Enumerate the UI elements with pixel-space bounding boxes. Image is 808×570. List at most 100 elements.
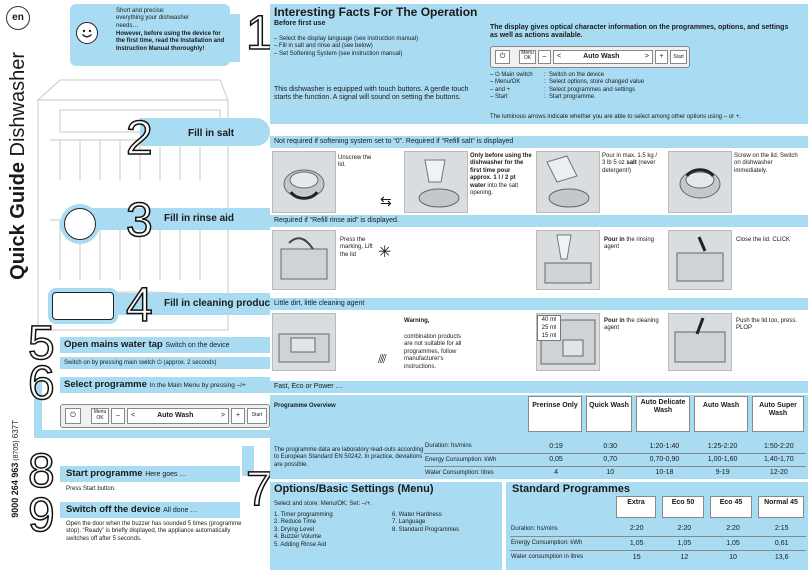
row-label: Water Consumption: litres	[425, 469, 494, 476]
cell: 0:19	[549, 442, 563, 450]
legend-value: Select options, store changed value	[549, 79, 645, 86]
connector-6-vertical	[34, 378, 42, 438]
list-item: 5. Adding Rinse Aid	[274, 541, 327, 548]
options-body	[270, 498, 502, 570]
legend-key: – ⏻ Main switch	[490, 72, 533, 78]
ok-label: OK	[523, 55, 532, 61]
table-row: Water consumption in litres 15 12 10 13,…	[510, 550, 806, 564]
cell: 1,00-1,60	[707, 456, 738, 463]
dose-mark: 25 ml	[541, 325, 557, 331]
column-header: Normal 45	[758, 496, 804, 518]
before-first-use-heading: Before first use	[274, 20, 326, 27]
salt-step-3-image	[536, 151, 600, 213]
step-8-heading: Start programme Here goes …	[66, 468, 186, 479]
smiley-icon	[76, 22, 98, 44]
step-8-title: Start programme	[66, 468, 143, 479]
start-button[interactable]: Start	[670, 50, 687, 64]
rinse-step-2-bold: Pour in	[604, 237, 625, 243]
rinse-step-1-image	[272, 230, 336, 290]
row-label: Energy Consumption: kWh	[425, 456, 497, 463]
step-5-title: Open mains water tap	[64, 339, 163, 350]
program-display: <Auto Wash>	[127, 408, 229, 424]
cell: 2:20	[677, 525, 692, 533]
step-number-6: 6	[27, 357, 55, 410]
standard-header	[506, 482, 808, 498]
click-burst-icon: ✳	[378, 244, 392, 261]
list-item: 1. Timer programming	[274, 512, 333, 518]
options-header	[270, 482, 502, 498]
step-8-note: Press Start button.	[66, 486, 116, 492]
salt-step-1-text: Unscrew the lid.	[338, 155, 372, 169]
step-8-sub: Here goes …	[145, 471, 187, 478]
detergent-step-2-bold: Pour in	[604, 318, 625, 324]
step-9-bar	[60, 502, 240, 518]
legend-value: Select programmes and settings	[549, 86, 636, 93]
standard-title: Standard Programmes	[512, 483, 630, 495]
code-main: 9000 264 963	[10, 462, 20, 518]
column-header: Quick Wash	[586, 396, 632, 432]
minus-button[interactable]: –	[538, 50, 551, 64]
side-title: Quick Guide Dishwasher	[6, 52, 30, 312]
column-header: Extra	[616, 496, 656, 518]
warning-text: combination products are not suitable fo…	[404, 334, 462, 370]
row-label: Water consumption in litres	[511, 554, 584, 561]
detergent-step-2-rest: the cleaning agent	[604, 318, 659, 332]
cell: 10-18	[655, 469, 674, 477]
cell: 0:30	[603, 442, 618, 450]
step-9-note: Open the door when the buzzer has sounde…	[66, 521, 242, 542]
power-button[interactable]: ⏻	[65, 408, 81, 424]
step-number-3: 3	[125, 194, 153, 247]
program-name: Auto Wash	[157, 412, 194, 419]
power-button[interactable]: ⏻	[495, 50, 510, 64]
overview-table: Duration: hs/mins 0:19 0:30 1:20-1:40 1:…	[424, 440, 806, 479]
salt-step-3-a: Pour in max. 1.5 kg / 3 lb 5 oz	[602, 153, 658, 167]
cell: 9-19	[715, 469, 730, 477]
column-header: Auto Super Wash	[752, 396, 804, 432]
section-1-title: Interesting Facts For The Operation	[274, 5, 478, 19]
row-label: Energy Consumption: kWh	[511, 540, 583, 546]
warning-title: Warning,	[404, 318, 430, 324]
step-8-bar	[60, 466, 240, 482]
legend-row: – and +: Select programmes and settings	[490, 86, 636, 93]
start-button[interactable]: Start	[247, 408, 267, 424]
step-6-heading: Select programme In the Main Menu by pre…	[64, 379, 246, 390]
salt-step-2-bold: Only before using the dishwasher for the…	[470, 153, 532, 189]
rinse-step-2-rest: the rinsing agent	[604, 237, 655, 251]
table-row: Energy Consumption: kWh 0,05 0,70 0,70-0…	[424, 453, 806, 466]
legend-value: Switch on the device	[549, 72, 605, 78]
cell: 0,70	[603, 456, 618, 463]
menu-label: Menu	[93, 409, 107, 415]
step-3-title: Fill in rinse aid	[164, 213, 235, 224]
step-number-9: 9	[27, 489, 55, 542]
salt-band: Not required if softening system set to …	[270, 136, 808, 148]
list-item: – Select the display language (see instr…	[274, 36, 419, 42]
minus-button[interactable]: –	[111, 408, 125, 424]
display-legend: – ⏻ Main switch: Switch on the device – …	[490, 72, 800, 102]
cell: 10	[729, 553, 737, 561]
cell: 1:20-1:40	[649, 442, 680, 450]
cell: 13,6	[774, 553, 789, 561]
plus-button[interactable]: +	[231, 408, 245, 424]
display-info-heading: The display gives optical character info…	[490, 24, 789, 40]
salt-step-4-image	[668, 151, 732, 213]
step-number-1: 1	[245, 7, 273, 60]
plus-button[interactable]: +	[655, 50, 668, 64]
ok-label: OK	[96, 415, 104, 421]
legend-key: – and +	[490, 86, 511, 93]
intro-line-3: needs…	[116, 22, 139, 29]
menu-label: Menu	[521, 50, 534, 56]
overview-column-headers: Prerinse Only Quick Wash Auto Delicate W…	[528, 396, 806, 434]
table-row: Duration: hs/mins 2:20 2:20 2:20 2:15	[510, 522, 806, 536]
column-header: Eco 50	[662, 496, 704, 518]
cell: 0,61	[774, 539, 789, 547]
dose-mark: 15 ml	[541, 333, 557, 339]
step-5-bar	[60, 337, 270, 353]
list-item: 8. Standard Programmes	[392, 526, 460, 533]
display-footer: The luminous arrows indicate whether you…	[490, 114, 741, 120]
detergent-step-2-text: Pour in the cleaning agent	[604, 318, 660, 333]
row-label: Duration: hs/mins	[511, 525, 558, 532]
salt-step-2-image	[404, 151, 468, 213]
cell: 1,40-1,70	[764, 456, 794, 463]
